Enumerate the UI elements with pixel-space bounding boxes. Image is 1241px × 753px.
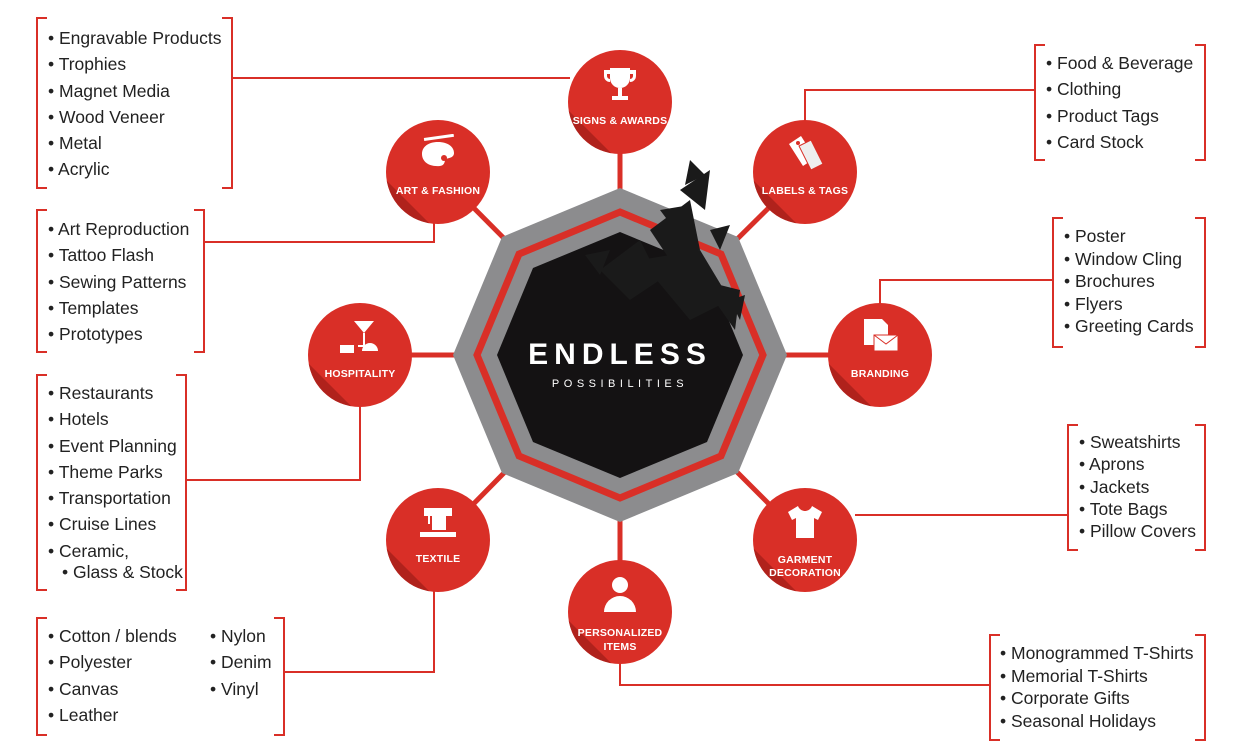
list-labels-tags: Food & Beverage Clothing Product Tags Ca… bbox=[1046, 50, 1193, 155]
node-label: TEXTILE bbox=[415, 553, 461, 565]
list-item: Magnet Media bbox=[48, 78, 221, 104]
tags-icon bbox=[789, 136, 824, 171]
list-item: Hotels bbox=[48, 406, 183, 432]
node-label: ART & FASHION bbox=[395, 185, 481, 197]
list-art-fashion: Art Reproduction Tattoo Flash Sewing Pat… bbox=[48, 216, 189, 347]
list-item: Art Reproduction bbox=[48, 216, 189, 242]
list-personalized-items: Monogrammed T-Shirts Memorial T-Shirts C… bbox=[1000, 642, 1194, 732]
list-item: Tattoo Flash bbox=[48, 242, 189, 268]
node-personalized-items[interactable]: PERSONALIZED ITEMS bbox=[568, 560, 672, 664]
node-hospitality[interactable]: HOSPITALITY bbox=[308, 303, 412, 407]
list-item: Restaurants bbox=[48, 380, 183, 406]
list-item: Greeting Cards bbox=[1064, 315, 1194, 338]
envelope-document-icon bbox=[864, 319, 899, 352]
list-item: Ceramic, bbox=[48, 538, 183, 564]
node-label: SIGNS & AWARDS bbox=[572, 115, 668, 127]
list-item: Sewing Patterns bbox=[48, 269, 189, 295]
list-item: Polyester bbox=[48, 649, 177, 675]
list-item: Glass & Stock bbox=[48, 559, 183, 585]
list-hospitality: Restaurants Hotels Event Planning Theme … bbox=[48, 380, 183, 585]
list-item: Trophies bbox=[48, 51, 221, 77]
list-item: Transportation bbox=[48, 485, 183, 511]
list-item: Window Cling bbox=[1064, 248, 1194, 271]
shatter-fragments bbox=[585, 160, 745, 330]
list-item: Tote Bags bbox=[1079, 498, 1196, 520]
list-item: Memorial T-Shirts bbox=[1000, 665, 1194, 688]
list-textile-2: Nylon Denim Vinyl bbox=[210, 623, 272, 702]
list-item: Templates bbox=[48, 295, 189, 321]
cocktail-bell-icon bbox=[340, 321, 378, 353]
trophy-icon bbox=[604, 68, 636, 100]
palette-icon bbox=[422, 134, 454, 167]
list-item: Jackets bbox=[1079, 476, 1196, 498]
list-item: Cruise Lines bbox=[48, 511, 183, 537]
list-item: Aprons bbox=[1079, 453, 1196, 475]
list-item: Product Tags bbox=[1046, 103, 1193, 129]
tshirt-icon bbox=[788, 506, 822, 538]
list-item: Brochures bbox=[1064, 270, 1194, 293]
node-signs-awards[interactable]: SIGNS & AWARDS bbox=[568, 50, 672, 154]
list-item: Leather bbox=[48, 702, 177, 728]
node-art-fashion[interactable]: ART & FASHION bbox=[386, 120, 490, 224]
list-item: Metal bbox=[48, 130, 221, 156]
list-item: Wood Veneer bbox=[48, 104, 221, 130]
list-item: Pillow Covers bbox=[1079, 520, 1196, 542]
list-item: Sweatshirts bbox=[1079, 431, 1196, 453]
list-item: Cotton / blends bbox=[48, 623, 177, 649]
center-subtitle: POSSIBILITIES bbox=[551, 378, 689, 390]
list-item: Card Stock bbox=[1046, 129, 1193, 155]
list-item: Flyers bbox=[1064, 293, 1194, 316]
list-item: Engravable Products bbox=[48, 25, 221, 51]
list-item: Canvas bbox=[48, 676, 177, 702]
person-icon bbox=[604, 577, 636, 612]
list-garment-decoration: Sweatshirts Aprons Jackets Tote Bags Pil… bbox=[1079, 431, 1196, 542]
list-item: Theme Parks bbox=[48, 459, 183, 485]
list-item: Prototypes bbox=[48, 321, 189, 347]
list-item: Vinyl bbox=[210, 676, 272, 702]
list-signs-awards: Engravable Products Trophies Magnet Medi… bbox=[48, 25, 221, 183]
red-octagon bbox=[473, 208, 767, 502]
list-item: Monogrammed T-Shirts bbox=[1000, 642, 1194, 665]
list-item: Denim bbox=[210, 649, 272, 675]
node-branding[interactable]: BRANDING bbox=[828, 303, 932, 407]
list-textile: Cotton / blends Polyester Canvas Leather bbox=[48, 623, 177, 728]
sewing-machine-icon bbox=[420, 508, 456, 537]
list-item: Corporate Gifts bbox=[1000, 687, 1194, 710]
list-branding: Poster Window Cling Brochures Flyers Gre… bbox=[1064, 225, 1194, 338]
list-item: Acrylic bbox=[48, 156, 221, 182]
node-textile[interactable]: TEXTILE bbox=[386, 488, 490, 592]
list-item: Food & Beverage bbox=[1046, 50, 1193, 76]
node-labels-tags[interactable]: LABELS & TAGS bbox=[753, 120, 857, 224]
list-item: Nylon bbox=[210, 623, 272, 649]
node-label: GARMENT DECORATION bbox=[769, 554, 841, 579]
node-label: PERSONALIZED ITEMS bbox=[577, 627, 663, 653]
node-label: BRANDING bbox=[850, 368, 910, 380]
node-garment-decoration[interactable]: GARMENT DECORATION bbox=[753, 488, 857, 592]
list-item: Clothing bbox=[1046, 76, 1193, 102]
center-title: ENDLESS bbox=[528, 338, 712, 371]
node-label: LABELS & TAGS bbox=[761, 185, 849, 197]
list-item: Seasonal Holidays bbox=[1000, 710, 1194, 733]
node-label: HOSPITALITY bbox=[324, 368, 396, 380]
list-item: Poster bbox=[1064, 225, 1194, 248]
list-item: Event Planning bbox=[48, 433, 183, 459]
